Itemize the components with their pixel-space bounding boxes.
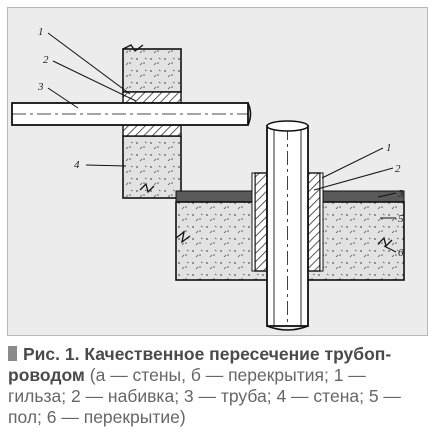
pipe-crossing-drawing: 1 2 3 4 bbox=[11, 26, 405, 331]
label-a-4: 4 bbox=[74, 159, 80, 171]
sleeve-packing-left bbox=[254, 172, 268, 272]
label-b-2: 2 bbox=[395, 163, 401, 175]
label-b-6: 6 bbox=[398, 247, 404, 259]
label-a-1: 1 bbox=[38, 26, 44, 38]
sleeve-packing-bottom bbox=[122, 124, 182, 137]
figure-panel: 1 2 3 4 bbox=[7, 7, 428, 336]
label-b-5: 5 bbox=[398, 213, 404, 225]
sleeve-packing-top bbox=[122, 91, 182, 104]
wall-drawing: 1 2 3 4 bbox=[11, 26, 252, 199]
caption-title: Рис. 1. Качественное пересечение трубоп-… bbox=[8, 344, 392, 385]
wall-upper bbox=[122, 48, 182, 93]
label-a-2: 2 bbox=[43, 54, 49, 66]
caption-marker-icon bbox=[8, 346, 17, 361]
caption-description: (а — стены, б — перекрытия; 1 — гильза; … bbox=[8, 365, 401, 427]
figure-caption: Рис. 1. Качественное пересечение трубоп-… bbox=[8, 344, 428, 428]
floor-drawing: 1 2 3 5 6 bbox=[175, 120, 405, 331]
label-b-1: 1 bbox=[386, 142, 392, 154]
label-b-3: 3 bbox=[397, 188, 404, 200]
sleeve-packing-right bbox=[307, 172, 321, 272]
label-a-3: 3 bbox=[37, 81, 44, 93]
